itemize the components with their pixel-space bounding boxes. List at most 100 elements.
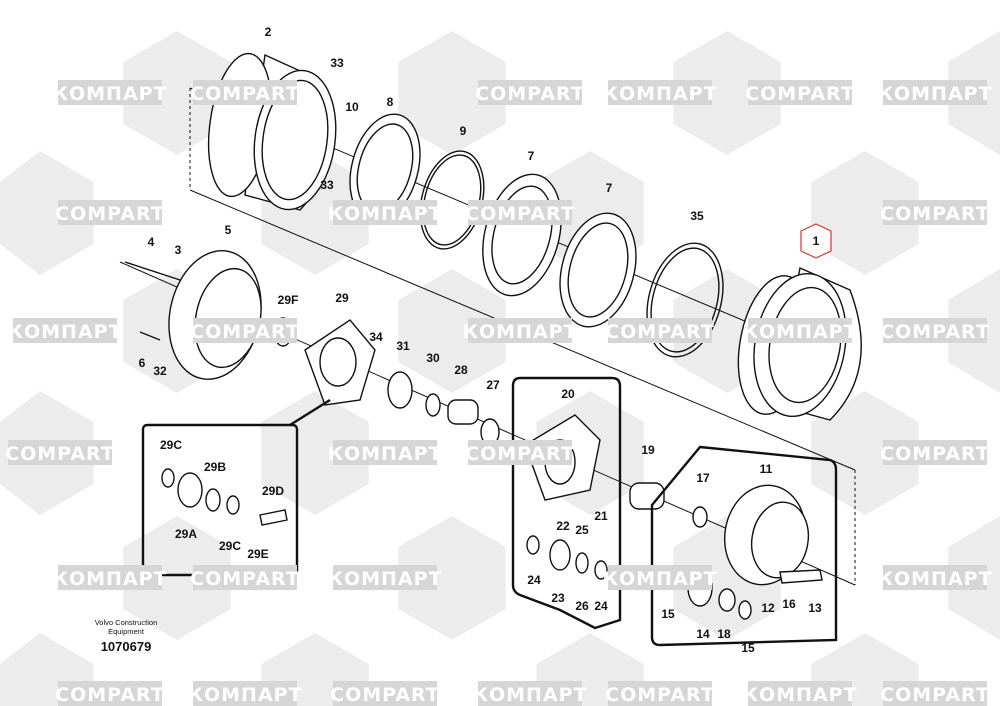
watermark-band bbox=[883, 565, 987, 590]
watermark-band bbox=[58, 565, 162, 590]
callout-part-24[interactable]: 24 bbox=[594, 599, 608, 613]
callout-part-3[interactable]: 3 bbox=[174, 243, 182, 257]
callout-part-25[interactable]: 25 bbox=[575, 523, 589, 537]
callout-part-7[interactable]: 7 bbox=[527, 149, 535, 163]
callout-part-29[interactable]: 29 bbox=[335, 291, 349, 305]
callout-part-20[interactable]: 20 bbox=[561, 387, 575, 401]
callout-part-29c[interactable]: 29C bbox=[218, 539, 242, 553]
callout-part-18[interactable]: 18 bbox=[717, 627, 731, 641]
callout-part-16[interactable]: 16 bbox=[782, 597, 796, 611]
callout-part-29a[interactable]: 29A bbox=[174, 527, 198, 541]
watermark-band bbox=[608, 565, 712, 590]
callout-part-13[interactable]: 13 bbox=[808, 601, 822, 615]
watermark-text: COMPART bbox=[465, 203, 575, 225]
callout-part-7[interactable]: 7 bbox=[605, 181, 613, 195]
watermark-band bbox=[608, 318, 712, 343]
watermark-text: КОМПАРТ bbox=[327, 203, 442, 225]
callout-part-29e[interactable]: 29E bbox=[247, 547, 269, 561]
callout-part-29f[interactable]: 29F bbox=[277, 293, 299, 307]
watermark-text: КОМПАРТ bbox=[877, 83, 992, 105]
watermark-band bbox=[748, 681, 852, 706]
watermark-band bbox=[468, 440, 572, 465]
watermark-text: COMPART bbox=[880, 443, 990, 465]
callout-part-5[interactable]: 5 bbox=[224, 223, 232, 237]
watermark-band bbox=[333, 200, 437, 225]
watermark-text: COMPART bbox=[190, 321, 300, 343]
watermark-band bbox=[883, 318, 987, 343]
callout-part-35[interactable]: 35 bbox=[690, 209, 704, 223]
part-35-o-ring bbox=[646, 242, 724, 358]
callout-part-22[interactable]: 22 bbox=[556, 519, 570, 533]
callout-part-12[interactable]: 12 bbox=[761, 601, 775, 615]
callout-part-11[interactable]: 11 bbox=[759, 462, 773, 476]
callout-part-8[interactable]: 8 bbox=[386, 95, 394, 109]
callout-part-27[interactable]: 27 bbox=[486, 378, 500, 392]
callout-part-15[interactable]: 15 bbox=[661, 607, 675, 621]
callout-part-14[interactable]: 14 bbox=[696, 627, 710, 641]
callout-part-10[interactable]: 10 bbox=[345, 100, 359, 114]
watermark-text: COMPART bbox=[5, 443, 115, 465]
callout-part-1[interactable]: 1 bbox=[812, 234, 820, 248]
callout-part-4[interactable]: 4 bbox=[147, 235, 155, 249]
watermark-hexagon bbox=[673, 31, 781, 155]
watermark-band bbox=[478, 681, 582, 706]
watermark-band bbox=[883, 440, 987, 465]
watermark-text: КОМПАРТ bbox=[52, 83, 167, 105]
callout-part-17[interactable]: 17 bbox=[696, 471, 710, 485]
drawing-caption: Volvo Construction Equipment 1070679 bbox=[78, 618, 174, 654]
group-box-20 bbox=[511, 376, 622, 630]
watermark-text: COMPART bbox=[55, 203, 165, 225]
callout-part-29c[interactable]: 29C bbox=[159, 438, 183, 452]
callout-part-31[interactable]: 31 bbox=[396, 339, 410, 353]
watermark-text: COMPART bbox=[745, 83, 855, 105]
watermark-band bbox=[748, 80, 852, 105]
watermark-text: КОМПАРТ bbox=[327, 568, 442, 590]
callout-part-33[interactable]: 33 bbox=[320, 178, 334, 192]
watermark-band bbox=[58, 200, 162, 225]
callout-part-2[interactable]: 2 bbox=[264, 25, 272, 39]
watermark-hexagon bbox=[811, 391, 919, 515]
callout-part-6[interactable]: 6 bbox=[138, 356, 146, 370]
watermark-band bbox=[333, 681, 437, 706]
callout-part-21[interactable]: 21 bbox=[594, 509, 608, 523]
callout-part-19[interactable]: 19 bbox=[641, 443, 655, 457]
part-7-bearing-b bbox=[559, 212, 637, 328]
watermark-hexagon bbox=[398, 516, 506, 640]
callout-part-29d[interactable]: 29D bbox=[261, 484, 285, 498]
callout-part-15[interactable]: 15 bbox=[741, 641, 755, 655]
watermark-text: КОМПАРТ bbox=[327, 443, 442, 465]
watermark-hexagon bbox=[0, 151, 94, 275]
callout-part-24[interactable]: 24 bbox=[527, 573, 541, 587]
watermark-band bbox=[13, 318, 117, 343]
watermark-band bbox=[883, 80, 987, 105]
watermark-text: COMPART bbox=[190, 83, 300, 105]
watermark-text: COMPART bbox=[880, 321, 990, 343]
watermark-text: КОМПАРТ bbox=[52, 568, 167, 590]
callout-part-32[interactable]: 32 bbox=[153, 364, 167, 378]
watermark-text: COMPART bbox=[190, 568, 300, 590]
callout-part-9[interactable]: 9 bbox=[459, 124, 467, 138]
watermark-text: КОМПАРТ bbox=[742, 684, 857, 706]
watermark-band bbox=[883, 200, 987, 225]
caption-line-1: Volvo Construction bbox=[94, 618, 158, 627]
callout-part-33[interactable]: 33 bbox=[330, 56, 344, 70]
watermark-text: COMPART bbox=[55, 684, 165, 706]
watermark-text: COMPART bbox=[330, 684, 440, 706]
watermark-band bbox=[58, 681, 162, 706]
watermark-band bbox=[468, 200, 572, 225]
callout-part-30[interactable]: 30 bbox=[426, 351, 440, 365]
watermark-text: КОМПАРТ bbox=[472, 684, 587, 706]
watermark-band bbox=[333, 565, 437, 590]
highlight-hexagon[interactable] bbox=[800, 223, 832, 259]
watermark-band bbox=[478, 80, 582, 105]
callout-part-28[interactable]: 28 bbox=[454, 363, 468, 377]
watermark-text: КОМПАРТ bbox=[602, 568, 717, 590]
watermark-text: КОМПАРТ bbox=[462, 321, 577, 343]
callout-part-26[interactable]: 26 bbox=[575, 599, 589, 613]
watermark-band bbox=[333, 440, 437, 465]
callout-part-29b[interactable]: 29B bbox=[203, 460, 227, 474]
watermark-band bbox=[193, 80, 297, 105]
callout-part-34[interactable]: 34 bbox=[369, 330, 383, 344]
callout-part-23[interactable]: 23 bbox=[551, 591, 565, 605]
